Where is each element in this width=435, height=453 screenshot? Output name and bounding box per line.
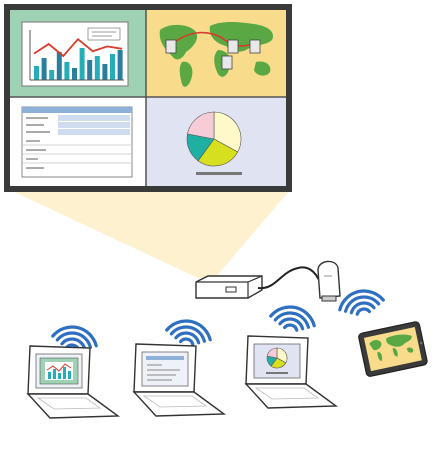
wifi-signal-icon bbox=[338, 289, 385, 316]
wifi-arc bbox=[174, 331, 201, 345]
wifi-arc bbox=[278, 317, 305, 331]
wifi-arc bbox=[269, 305, 316, 328]
wifi-arc bbox=[60, 337, 87, 351]
wifi-arc bbox=[349, 301, 376, 315]
form-thumbnail bbox=[21, 106, 133, 178]
tablet-icon bbox=[358, 321, 428, 377]
wifi-arc bbox=[283, 323, 299, 332]
wifi-signal-icon bbox=[269, 305, 316, 332]
wifi-arc bbox=[169, 325, 206, 343]
pie-slice bbox=[213, 111, 242, 153]
chart-bar bbox=[41, 58, 47, 80]
laptop-pie-thumbnail bbox=[266, 347, 288, 369]
wifi-signal-icon bbox=[165, 319, 212, 346]
wifi-arc bbox=[355, 307, 371, 316]
pie-slice bbox=[266, 347, 278, 359]
wifi-arc bbox=[51, 325, 98, 348]
chart-line bbox=[33, 37, 123, 58]
pie-chart-thumbnail bbox=[186, 111, 242, 175]
laptop-icon bbox=[244, 335, 339, 409]
laptop-icon bbox=[132, 343, 227, 417]
laptop-icon bbox=[26, 345, 121, 419]
projection-screen-icon bbox=[4, 4, 292, 192]
chart-bar bbox=[72, 68, 77, 80]
wifi-arc bbox=[179, 337, 195, 346]
wireless-lan-adapter-icon bbox=[317, 260, 341, 302]
chart-bar bbox=[34, 66, 39, 80]
chart-bar bbox=[87, 60, 93, 80]
chart-thumbnail bbox=[21, 21, 129, 87]
pie-slices bbox=[186, 111, 242, 167]
wifi-arc bbox=[338, 289, 385, 312]
wifi-arc bbox=[273, 311, 310, 329]
projector-icon bbox=[195, 275, 263, 299]
pie-slice bbox=[197, 138, 239, 167]
chart-bar bbox=[94, 56, 100, 80]
chart-bar bbox=[102, 64, 108, 80]
chart-bars bbox=[34, 48, 123, 80]
chart-bar bbox=[110, 54, 115, 80]
world-map-thumbnail bbox=[159, 22, 274, 87]
wifi-arc bbox=[344, 295, 381, 313]
chart-bar bbox=[49, 70, 55, 80]
wifi-arc bbox=[55, 331, 92, 349]
chart-bar bbox=[64, 62, 70, 80]
computer-node-icon bbox=[165, 39, 261, 70]
chart-bar bbox=[117, 50, 123, 80]
projection-beam bbox=[10, 190, 290, 278]
chart-bar bbox=[56, 52, 62, 80]
chart-bar bbox=[79, 48, 85, 80]
usb-cable bbox=[257, 266, 323, 290]
pie-slice bbox=[187, 111, 215, 140]
wifi-arc bbox=[165, 319, 212, 342]
